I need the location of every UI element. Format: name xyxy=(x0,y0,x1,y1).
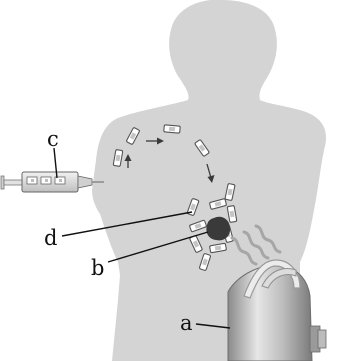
label-b: b xyxy=(91,256,104,280)
label-d: d xyxy=(44,226,57,250)
syringe-icon xyxy=(1,172,104,192)
tumor-mass xyxy=(206,217,230,241)
label-c: c xyxy=(47,127,59,151)
label-a: a xyxy=(180,311,193,335)
